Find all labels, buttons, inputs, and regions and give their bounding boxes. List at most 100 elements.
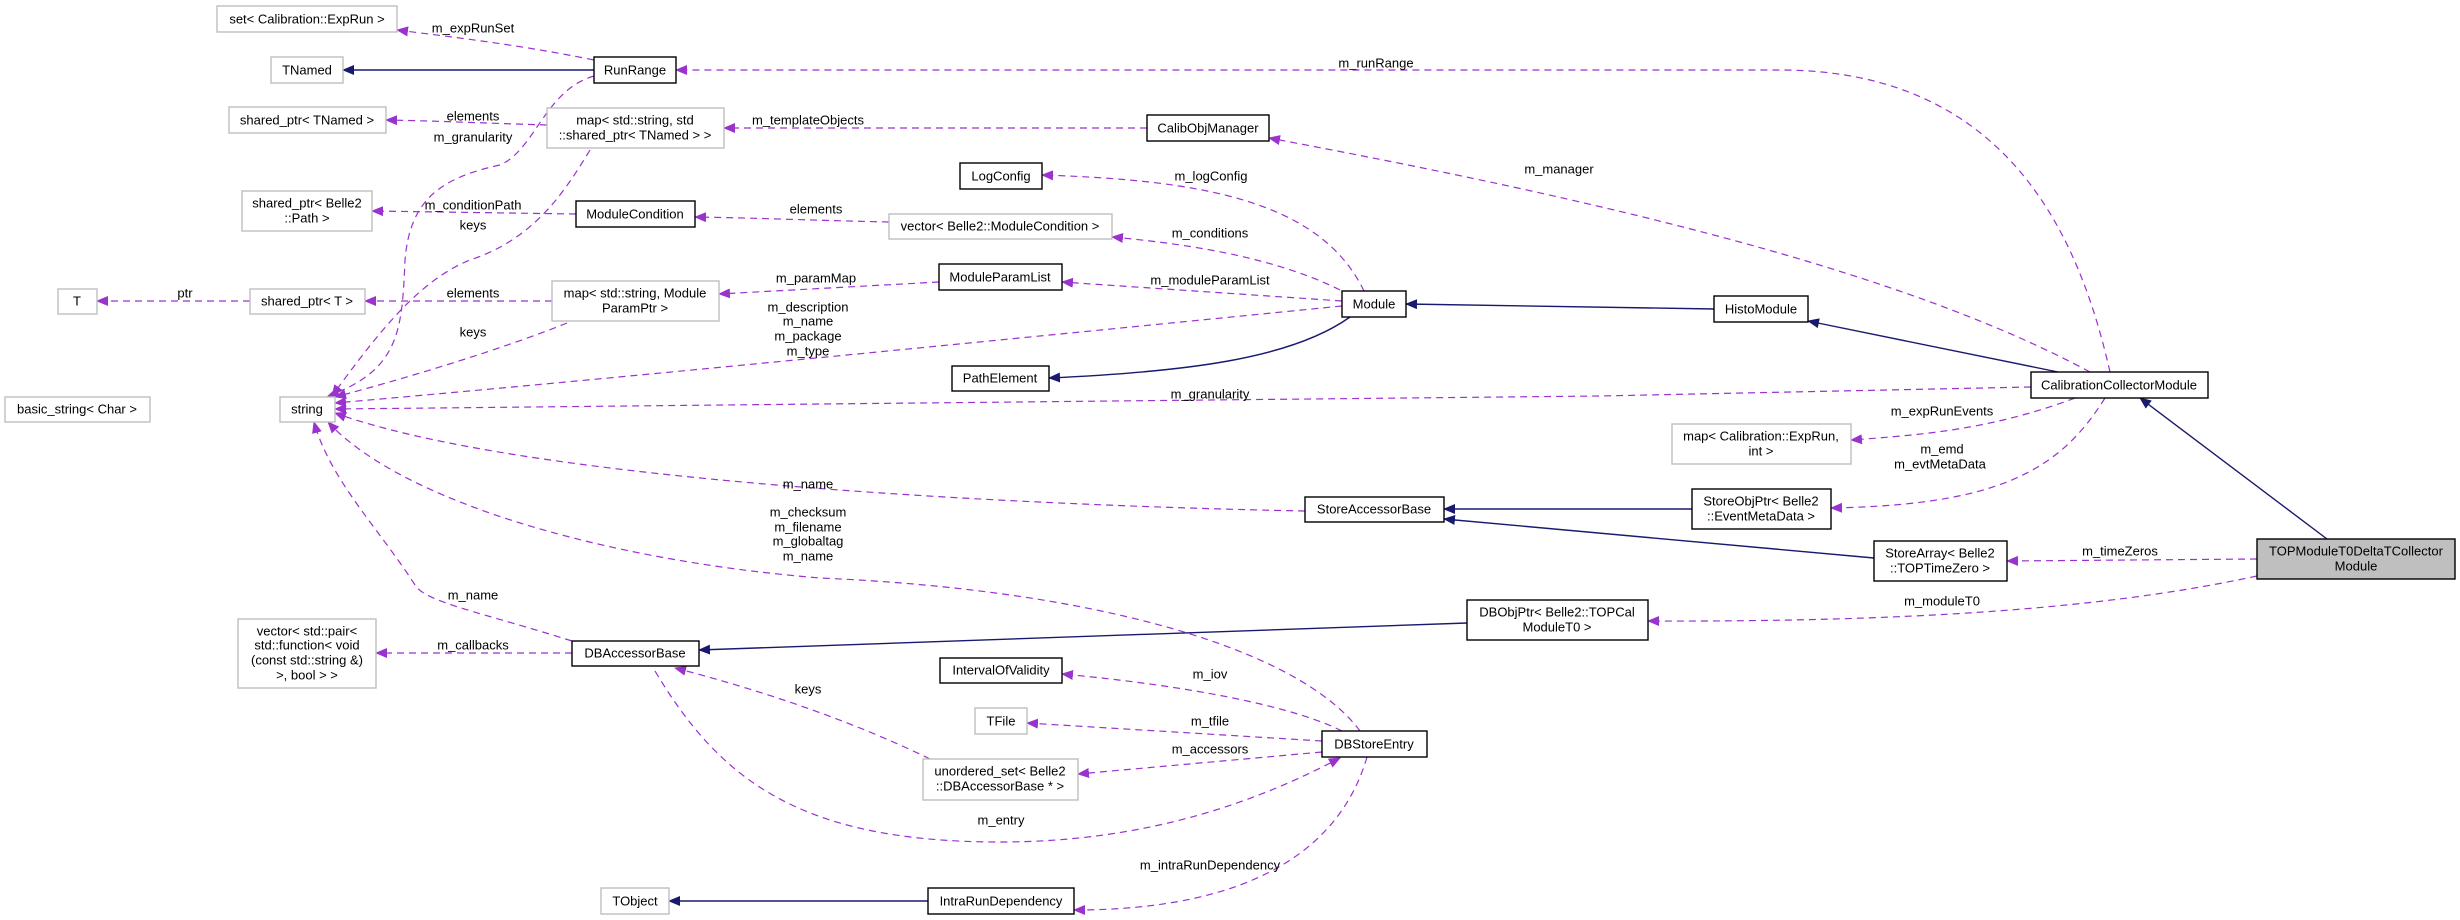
node-intra-run-dependency[interactable]: IntraRunDependency bbox=[927, 887, 1075, 915]
node-label: ::EventMetaData > bbox=[1707, 509, 1815, 524]
edge-name-db bbox=[312, 421, 573, 642]
node-store-array[interactable]: StoreArray< Belle2::TOPTimeZero > bbox=[1873, 540, 2008, 582]
node-label: PathElement bbox=[963, 371, 1038, 386]
edge-conditions bbox=[1111, 233, 1341, 291]
edge-label: m_filename bbox=[774, 520, 841, 535]
edge-label: m_package bbox=[774, 329, 841, 344]
edge-label: m_expRunEvents bbox=[1891, 404, 1994, 419]
edge-storearray-base bbox=[1443, 515, 1875, 559]
node-label: vector< Belle2::ModuleCondition > bbox=[901, 219, 1100, 234]
node-label: std::function< void bbox=[254, 638, 359, 653]
edge-label: m_logConfig bbox=[1175, 169, 1248, 184]
edge-label: ptr bbox=[177, 286, 193, 301]
edge-label: m_templateObjects bbox=[752, 113, 864, 128]
edge-label: m_entry bbox=[978, 813, 1025, 828]
edge-tfile bbox=[1026, 718, 1323, 742]
edge-label: m_conditionPath bbox=[425, 198, 522, 213]
edge-label: m_moduleParamList bbox=[1150, 273, 1270, 288]
node-label: map< std::string, Module bbox=[564, 286, 707, 301]
edge-keys-db bbox=[674, 665, 931, 760]
node-label: ::DBAccessorBase * > bbox=[936, 779, 1064, 794]
edge-param-map bbox=[718, 281, 940, 299]
node-db-accessor-base[interactable]: DBAccessorBase bbox=[571, 640, 700, 667]
node-label: TOPModuleT0DeltaTCollector bbox=[2269, 544, 2444, 559]
node-label: ::TOPTimeZero > bbox=[1890, 561, 1990, 576]
node-label: CalibrationCollectorModule bbox=[2041, 378, 2197, 393]
edge-label: m_conditions bbox=[1172, 226, 1249, 241]
edge-label: m_manager bbox=[1524, 162, 1594, 177]
node-label: ::shared_ptr< TNamed > > bbox=[559, 128, 712, 143]
node-runrange[interactable]: RunRange bbox=[593, 56, 677, 84]
edge-label: m_granularity bbox=[434, 130, 513, 145]
node-store-accessor-base[interactable]: StoreAccessorBase bbox=[1304, 496, 1445, 523]
node-label: TFile bbox=[987, 714, 1016, 729]
edges bbox=[96, 26, 2328, 915]
edge-label: elements bbox=[447, 109, 500, 124]
node-interval-of-validity[interactable]: IntervalOfValidity bbox=[939, 657, 1063, 684]
node-label: vector< std::pair< bbox=[257, 624, 357, 639]
node-histo-module[interactable]: HistoModule bbox=[1713, 295, 1809, 323]
edge-runrange bbox=[675, 65, 2111, 373]
node-label: DBObjPtr< Belle2::TOPCal bbox=[1479, 605, 1635, 620]
node-label: LogConfig bbox=[971, 169, 1030, 184]
node-db-store-entry[interactable]: DBStoreEntry bbox=[1321, 730, 1428, 758]
edge-label: m_granularity bbox=[1171, 387, 1250, 402]
edge-label: m_name bbox=[783, 314, 834, 329]
node-label: DBStoreEntry bbox=[1334, 737, 1414, 752]
edge-iov bbox=[1061, 670, 1343, 732]
edge-exprunset bbox=[396, 26, 595, 61]
node-path-element[interactable]: PathElement bbox=[951, 365, 1050, 392]
node-label: TObject bbox=[612, 894, 658, 909]
node-store-obj-ptr[interactable]: StoreObjPtr< Belle2::EventMetaData > bbox=[1691, 488, 1832, 530]
edge-evt-meta-data bbox=[1830, 397, 2106, 513]
node-shared-ptr-path: shared_ptr< Belle2::Path > bbox=[241, 190, 373, 232]
edge-label: keys bbox=[795, 682, 822, 697]
node-label: ModuleT0 > bbox=[1522, 620, 1591, 635]
node-basic-string: basic_string< Char > bbox=[4, 396, 151, 423]
node-label: (const std::string &) bbox=[251, 653, 363, 668]
node-label: map< std::string, std bbox=[576, 113, 693, 128]
node-label: int > bbox=[1749, 444, 1774, 459]
node-label: T bbox=[73, 294, 81, 309]
edge-label: m_checksum bbox=[770, 505, 847, 520]
node-module[interactable]: Module bbox=[1341, 290, 1407, 318]
node-vector-module-condition: vector< Belle2::ModuleCondition > bbox=[888, 213, 1113, 240]
node-label: StoreAccessorBase bbox=[1317, 502, 1431, 517]
node-shared-ptr-tnamed: shared_ptr< TNamed > bbox=[228, 106, 387, 134]
node-module-condition[interactable]: ModuleCondition bbox=[575, 200, 696, 228]
edge-db-strings bbox=[327, 421, 1361, 732]
node-calibration-collector-module[interactable]: CalibrationCollectorModule bbox=[2030, 371, 2209, 399]
edge-label: elements bbox=[447, 286, 500, 301]
node-label: IntervalOfValidity bbox=[952, 663, 1050, 678]
nodes: set< Calibration::ExpRun > TNamed RunRan… bbox=[4, 5, 2456, 915]
edge-intra-run bbox=[1073, 756, 1368, 915]
edge-dbobjptr-base bbox=[698, 622, 1468, 655]
node-label: basic_string< Char > bbox=[17, 402, 137, 417]
edge-label: keys bbox=[460, 218, 487, 233]
edge-label: m_tfile bbox=[1191, 714, 1229, 729]
node-calib-obj-manager[interactable]: CalibObjManager bbox=[1146, 114, 1270, 142]
edge-label: m_callbacks bbox=[437, 638, 509, 653]
edge-elements-tnamed bbox=[385, 115, 548, 126]
edge-keys-param bbox=[334, 322, 568, 400]
edge-label: m_intraRunDependency bbox=[1140, 858, 1281, 873]
node-vector-callbacks: vector< std::pair<std::function< void(co… bbox=[237, 618, 377, 689]
node-label: Module bbox=[2335, 559, 2378, 574]
node-module-param-list[interactable]: ModuleParamList bbox=[938, 263, 1063, 291]
node-label: Module bbox=[1353, 297, 1396, 312]
edge-granularity-collector bbox=[334, 386, 2032, 414]
node-log-config[interactable]: LogConfig bbox=[959, 162, 1043, 190]
node-tobject: TObject bbox=[600, 887, 670, 915]
edge-keys-tnamed bbox=[331, 149, 591, 397]
edge-labels: m_expRunSet m_runRange elements m_templa… bbox=[177, 21, 2158, 873]
node-t: T bbox=[57, 288, 98, 315]
node-label: ::Path > bbox=[284, 211, 329, 226]
node-tfile: TFile bbox=[974, 707, 1028, 735]
node-label: RunRange bbox=[604, 63, 666, 78]
node-map-tnamed: map< std::string, std::shared_ptr< TName… bbox=[546, 107, 725, 149]
node-label: string bbox=[291, 402, 323, 417]
